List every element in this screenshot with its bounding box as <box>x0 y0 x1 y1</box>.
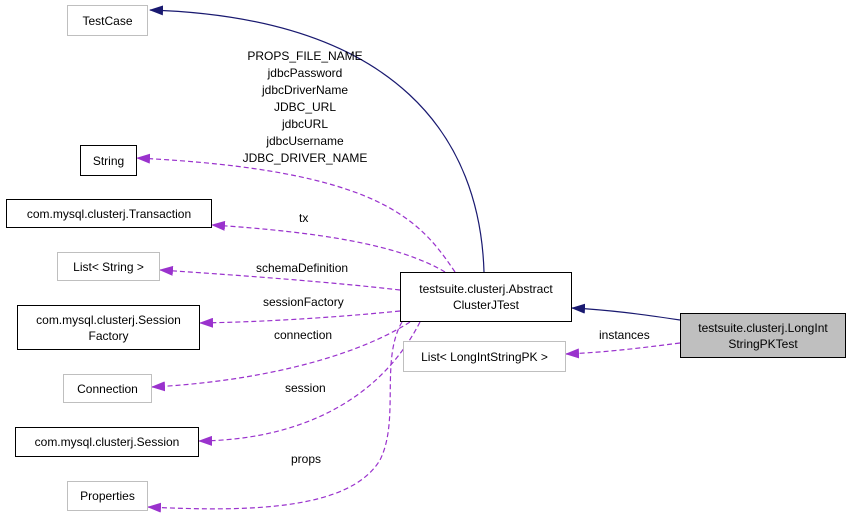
node-connection-label: Connection <box>77 381 138 396</box>
edge-session-factory <box>199 310 401 328</box>
edge-label-string-members: PROPS_FILE_NAME jdbcPassword jdbcDriverN… <box>225 48 385 167</box>
edge-instances <box>565 342 681 359</box>
node-string[interactable]: String <box>80 145 137 176</box>
node-session-factory-label: com.mysql.clusterj.Session Factory <box>36 312 181 343</box>
edge-connection <box>151 321 411 392</box>
edge-label-string-member: jdbcDriverName <box>261 83 349 97</box>
node-session-factory[interactable]: com.mysql.clusterj.Session Factory <box>17 305 200 350</box>
edge-label-session: session <box>285 381 326 395</box>
edge-string <box>136 153 456 273</box>
node-abstract-test[interactable]: testsuite.clusterj.Abstract ClusterJTest <box>400 272 572 322</box>
node-string-label: String <box>92 153 125 168</box>
node-session[interactable]: com.mysql.clusterj.Session <box>15 427 199 457</box>
node-transaction-label: com.mysql.clusterj.Transaction <box>26 206 192 221</box>
edge-label-instances: instances <box>599 328 650 342</box>
edge-list-string <box>159 265 401 291</box>
edge-label-connection: connection <box>274 328 333 342</box>
node-list-pk[interactable]: List< LongIntStringPK > <box>403 341 566 372</box>
edge-focus-to-abstract <box>571 303 681 321</box>
edge-label-string-member: jdbcPassword <box>267 66 343 80</box>
edge-label-string-member: PROPS_FILE_NAME <box>247 49 363 63</box>
edge-transaction <box>211 220 446 273</box>
edge-label-string-member: jdbcURL <box>281 117 329 131</box>
node-testcase-label: TestCase <box>82 13 133 28</box>
edge-label-session-factory: sessionFactory <box>263 295 344 309</box>
edge-props <box>147 321 403 513</box>
node-list-string[interactable]: List< String > <box>57 252 160 281</box>
node-abstract-test-label: testsuite.clusterj.Abstract ClusterJTest <box>419 282 553 312</box>
node-testcase[interactable]: TestCase <box>67 5 148 36</box>
edge-session <box>198 321 421 446</box>
edge-label-string-member: JDBC_URL <box>273 100 336 114</box>
edge-label-string-member: JDBC_DRIVER_NAME <box>242 151 368 165</box>
edge-label-tx: tx <box>299 211 309 225</box>
node-focus-test-label: testsuite.clusterj.LongInt StringPKTest <box>698 320 828 351</box>
node-properties[interactable]: Properties <box>67 481 148 511</box>
node-list-pk-label: List< LongIntStringPK > <box>421 349 548 364</box>
node-focus-test[interactable]: testsuite.clusterj.LongInt StringPKTest <box>680 313 846 358</box>
node-properties-label: Properties <box>80 489 135 503</box>
edge-label-props: props <box>291 452 322 466</box>
node-connection[interactable]: Connection <box>63 374 152 403</box>
node-session-label: com.mysql.clusterj.Session <box>34 435 180 449</box>
edge-label-schema-definition: schemaDefinition <box>256 261 349 275</box>
node-transaction[interactable]: com.mysql.clusterj.Transaction <box>6 199 212 228</box>
node-list-string-label: List< String > <box>73 259 144 274</box>
edge-label-string-member: jdbcUsername <box>266 134 344 148</box>
edge-abstract-to-testcase <box>149 5 485 273</box>
